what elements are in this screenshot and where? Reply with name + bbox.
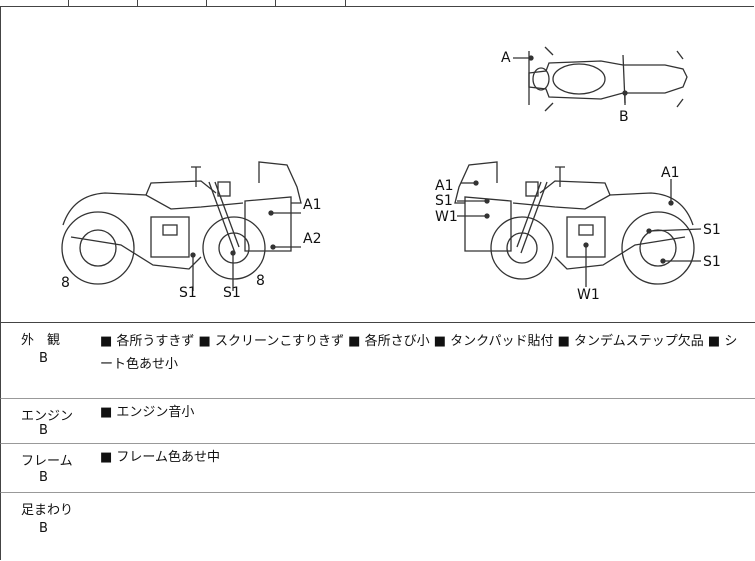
left-side-view-motorcycle <box>61 161 302 285</box>
label-s1-right-front: S1 <box>435 193 453 209</box>
section-grade: B <box>39 423 48 438</box>
strip-divider <box>275 0 276 6</box>
motorcycle-diagram-svg: A B A1 A2 S1 S1 8 8 A1 S1 W1 A1 S1 S1 W1 <box>61 46 721 303</box>
section-frame: フレーム B ■ フレーム色あせ中 <box>0 444 755 493</box>
label-a1-left: A1 <box>303 197 321 213</box>
label-s1-left-1: S1 <box>179 285 197 301</box>
leader-s1-right-rear-1 <box>648 228 702 232</box>
strip-divider <box>206 0 207 6</box>
label-8-left-2: 8 <box>256 273 265 289</box>
top-view-motorcycle <box>528 46 688 112</box>
strip-divider <box>137 0 138 6</box>
section-notes: ■ フレーム色あせ中 <box>100 450 221 465</box>
label-b-top: B <box>619 109 629 125</box>
section-grade: B <box>39 521 48 536</box>
section-grade: B <box>39 351 48 366</box>
label-s1-right-rear-1: S1 <box>703 222 721 238</box>
label-a1-right-front: A1 <box>435 178 453 194</box>
strip-divider <box>68 0 69 6</box>
label-w1-right-bottom: W1 <box>577 287 600 303</box>
top-table-strip <box>0 0 754 7</box>
section-label: 外 観 <box>21 333 61 348</box>
section-label: フレーム <box>21 454 73 469</box>
strip-divider <box>345 0 346 6</box>
label-s1-left-2: S1 <box>223 285 241 301</box>
label-a2-left: A2 <box>303 231 321 247</box>
label-a-top: A <box>501 50 511 66</box>
section-suspension: 足まわり B <box>0 493 755 560</box>
section-notes: ■ エンジン音小 <box>100 405 195 420</box>
section-label: 足まわり <box>21 503 74 518</box>
section-exterior: 外 観 B ■ 各所うすきず ■ スクリーンこすりきず ■ 各所さび小 ■ タン… <box>0 323 755 399</box>
section-notes: ■ 各所うすきず ■ スクリーンこすりきず ■ 各所さび小 ■ タンクパッド貼付… <box>100 334 738 372</box>
section-label: エンジン <box>21 409 74 424</box>
section-engine: エンジン B ■ エンジン音小 <box>0 399 755 444</box>
label-a1-right-rear: A1 <box>661 165 679 181</box>
damage-diagram: A B A1 A2 S1 S1 8 8 A1 S1 W1 A1 S1 S1 W1 <box>0 7 755 323</box>
label-w1-right-front: W1 <box>435 209 458 225</box>
label-s1-right-rear-2: S1 <box>703 254 721 270</box>
right-side-view-motorcycle <box>454 161 695 285</box>
section-grade: B <box>39 470 48 485</box>
label-8-left-1: 8 <box>61 275 70 291</box>
